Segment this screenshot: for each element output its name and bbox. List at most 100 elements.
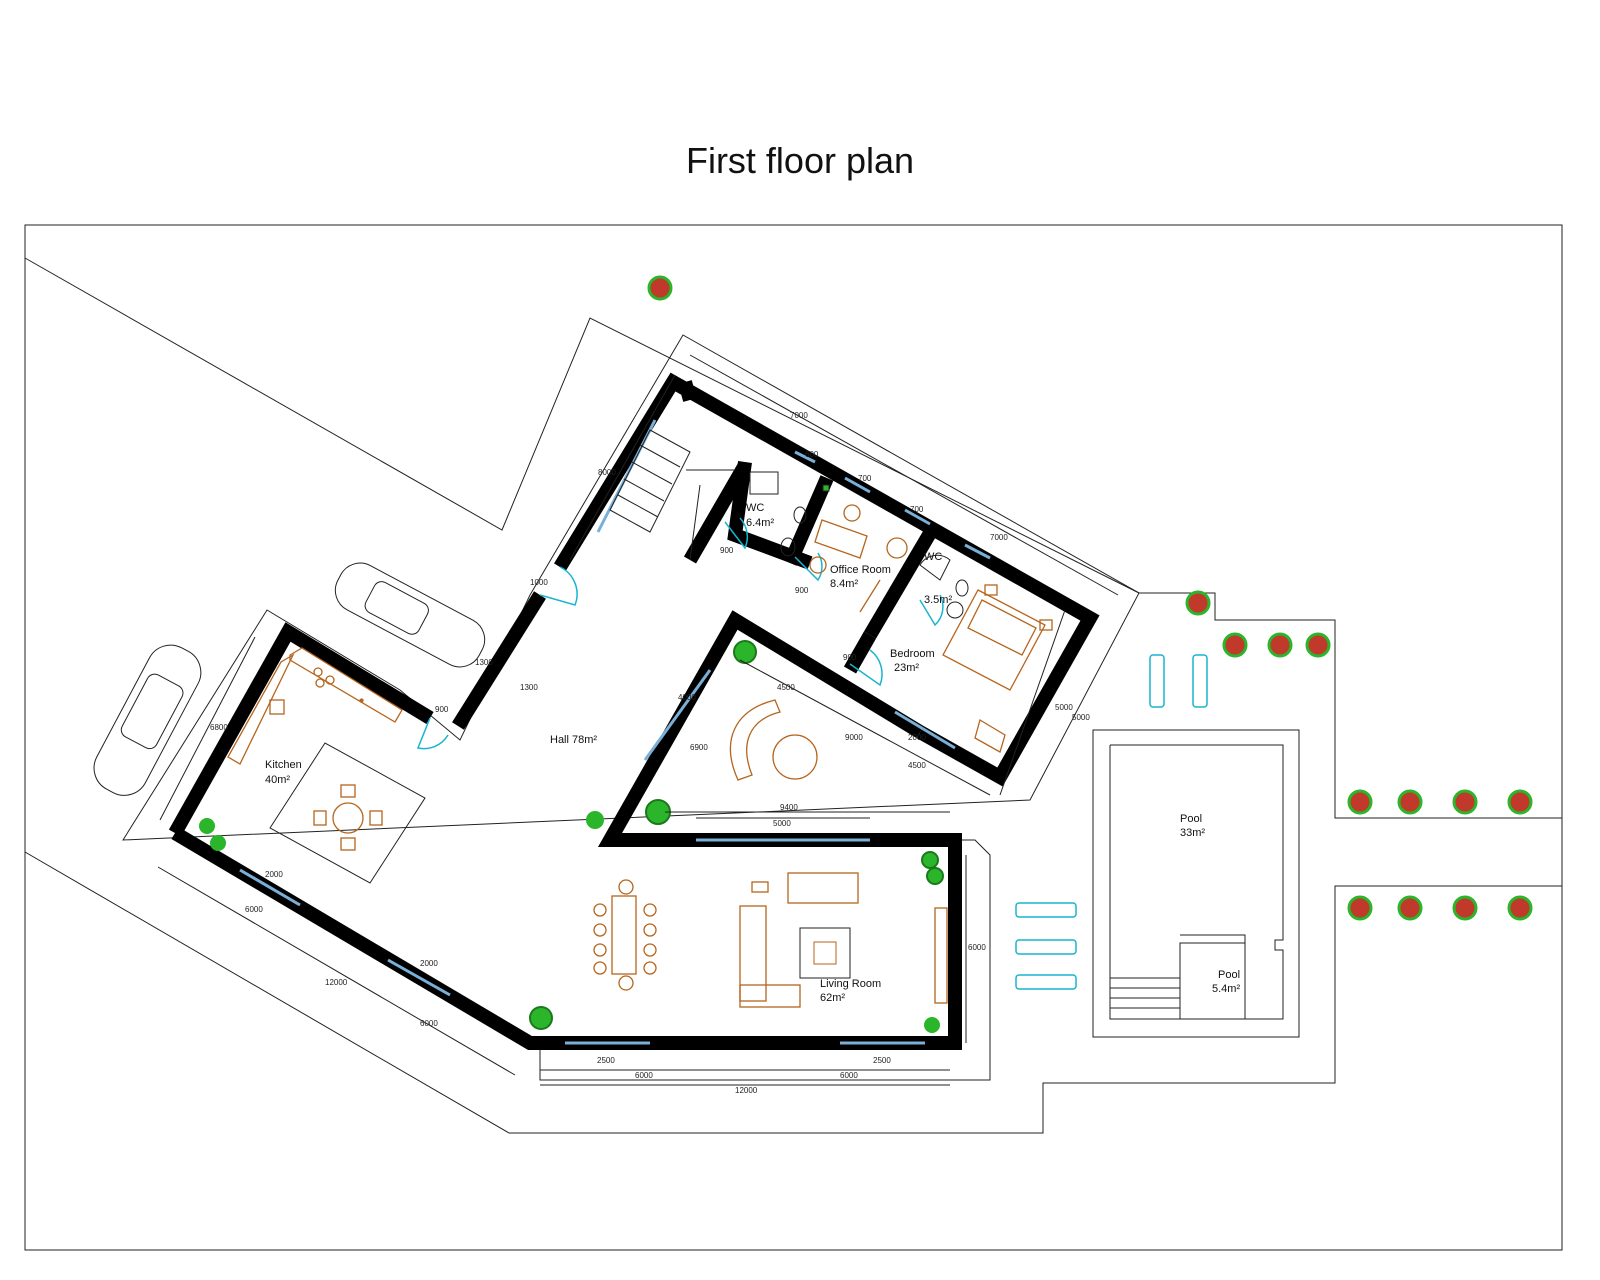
dim-8000: 8000 [598,468,616,477]
bedroom-door-icon[interactable] [849,649,883,687]
coffee-table [799,927,851,979]
pool-deck [1092,729,1300,1038]
dim-7000-top: 7000 [790,411,808,420]
small-pool-name: Pool [1218,969,1240,981]
office-door-icon[interactable] [794,552,823,582]
living-name: Living Room [820,978,881,990]
kitchen-rug [269,742,426,884]
office-window [844,476,871,494]
office-wall-west [783,475,834,566]
stair-wall-east [683,461,752,564]
bedroom-door-wall [843,631,877,674]
dim-5000-living: 5000 [773,819,791,828]
living-area: 62m² [820,992,845,1004]
dim-6900: 6900 [690,743,708,752]
site-boundary-north [24,257,1140,594]
page-title: First floor plan [685,140,915,181]
trees [647,275,1533,921]
dim-4500-a: 4500 [777,683,795,692]
bedroom-name: Bedroom [890,648,935,660]
wc2-area: 3.5m² [924,594,952,606]
dim-5000-ext: 5000 [1072,713,1090,722]
dim-7000-right: 7000 [990,533,1008,542]
dim-12000-bottom: 12000 [735,1086,758,1095]
small-pool [1179,942,1246,1019]
dim-600: 600 [805,450,819,459]
living-and-south-walls [171,610,962,1050]
dim-5000-bedroom: 5000 [1055,703,1073,712]
hall-wall-west [452,591,546,730]
stair-wall-stub [678,380,697,402]
site-boundary-east [1139,592,1562,819]
pool-step-edge [1180,934,1246,943]
dim-900-office: 900 [795,586,809,595]
office-name: Office Room [830,564,891,576]
office-window-2 [904,508,931,526]
sun-loungers [1015,654,1208,990]
dim-2500-b: 2500 [873,1056,891,1065]
bedroom-area: 23m² [894,662,919,674]
wc2-door-icon[interactable] [919,594,944,627]
wc1-name: WC [746,502,764,514]
dim-2000-south: 2000 [420,959,438,968]
small-pool-area: 5.4m² [1212,983,1240,995]
kitchen-area: 40m² [265,774,290,786]
living-terrace-outline [539,839,991,1081]
south-window [387,958,451,997]
dim-1000: 1000 [530,578,548,587]
site-boundary-south [24,851,1562,1134]
dim-900-kitchen: 900 [435,705,449,714]
car-parked-1 [334,562,486,668]
dim-900-bedroom: 900 [843,653,857,662]
courtyard-window [643,669,712,761]
dim-2000-bedroom: 2000 [908,733,926,742]
wc-window [794,450,816,464]
pool-area: 33m² [1180,827,1205,839]
dim-900-wc: 900 [720,546,734,555]
dim-1300-a: 1300 [475,658,493,667]
courtyard-furniture [729,699,818,781]
door-icons [416,517,944,750]
dim-6000-sw: 6000 [245,905,263,914]
svg-text:*: * [360,698,363,707]
dim-6000-east: 6000 [968,943,986,952]
office-wall-east [863,524,940,639]
drawing-frame [24,224,1563,1251]
bedroom-furniture [942,584,1053,753]
hall-entry-door-icon[interactable] [539,566,578,606]
kitchen-door-icon[interactable] [416,717,449,750]
kitchen-window [239,868,301,907]
dim-9400: 9400 [780,803,798,812]
dim-2500-a: 2500 [597,1056,615,1065]
pool-name: Pool [1180,813,1202,825]
dim-4000: 4000 [678,693,696,702]
dining-set [593,879,657,991]
pool-steps [1110,943,1181,1009]
hall-label: Hall 78m² [550,734,597,746]
terrace-outline [122,334,1140,841]
dimension-lines [157,354,1119,1086]
dim-700-a: 700 [858,474,872,483]
wc1-door-icon[interactable] [724,517,749,550]
car-parked-2 [93,644,202,796]
kitchen-furniture: * [227,647,403,765]
kitchen-wall-north [168,622,434,837]
wc1-fixtures [749,471,830,557]
kitchen-dining-set [313,784,383,851]
wc2-name: WC [924,551,942,563]
dim-1300-b: 1300 [520,683,538,692]
dim-6000-living-a: 6000 [635,1071,653,1080]
stairs [609,429,735,561]
dim-2000-kitchen: 2000 [265,870,283,879]
bedroom-window [894,710,956,750]
dim-6800: 6800 [210,723,228,732]
dim-700-b: 700 [910,505,924,514]
dim-12000-diag: 12000 [325,978,348,987]
dim-6000-living-b: 6000 [840,1071,858,1080]
wc1-area: 6.4m² [746,517,774,529]
wc2-fixtures [919,554,969,619]
dim-9000: 9000 [845,733,863,742]
main-pool [1109,744,1284,1020]
office-area: 8.4m² [830,578,858,590]
office-furniture [809,504,908,613]
